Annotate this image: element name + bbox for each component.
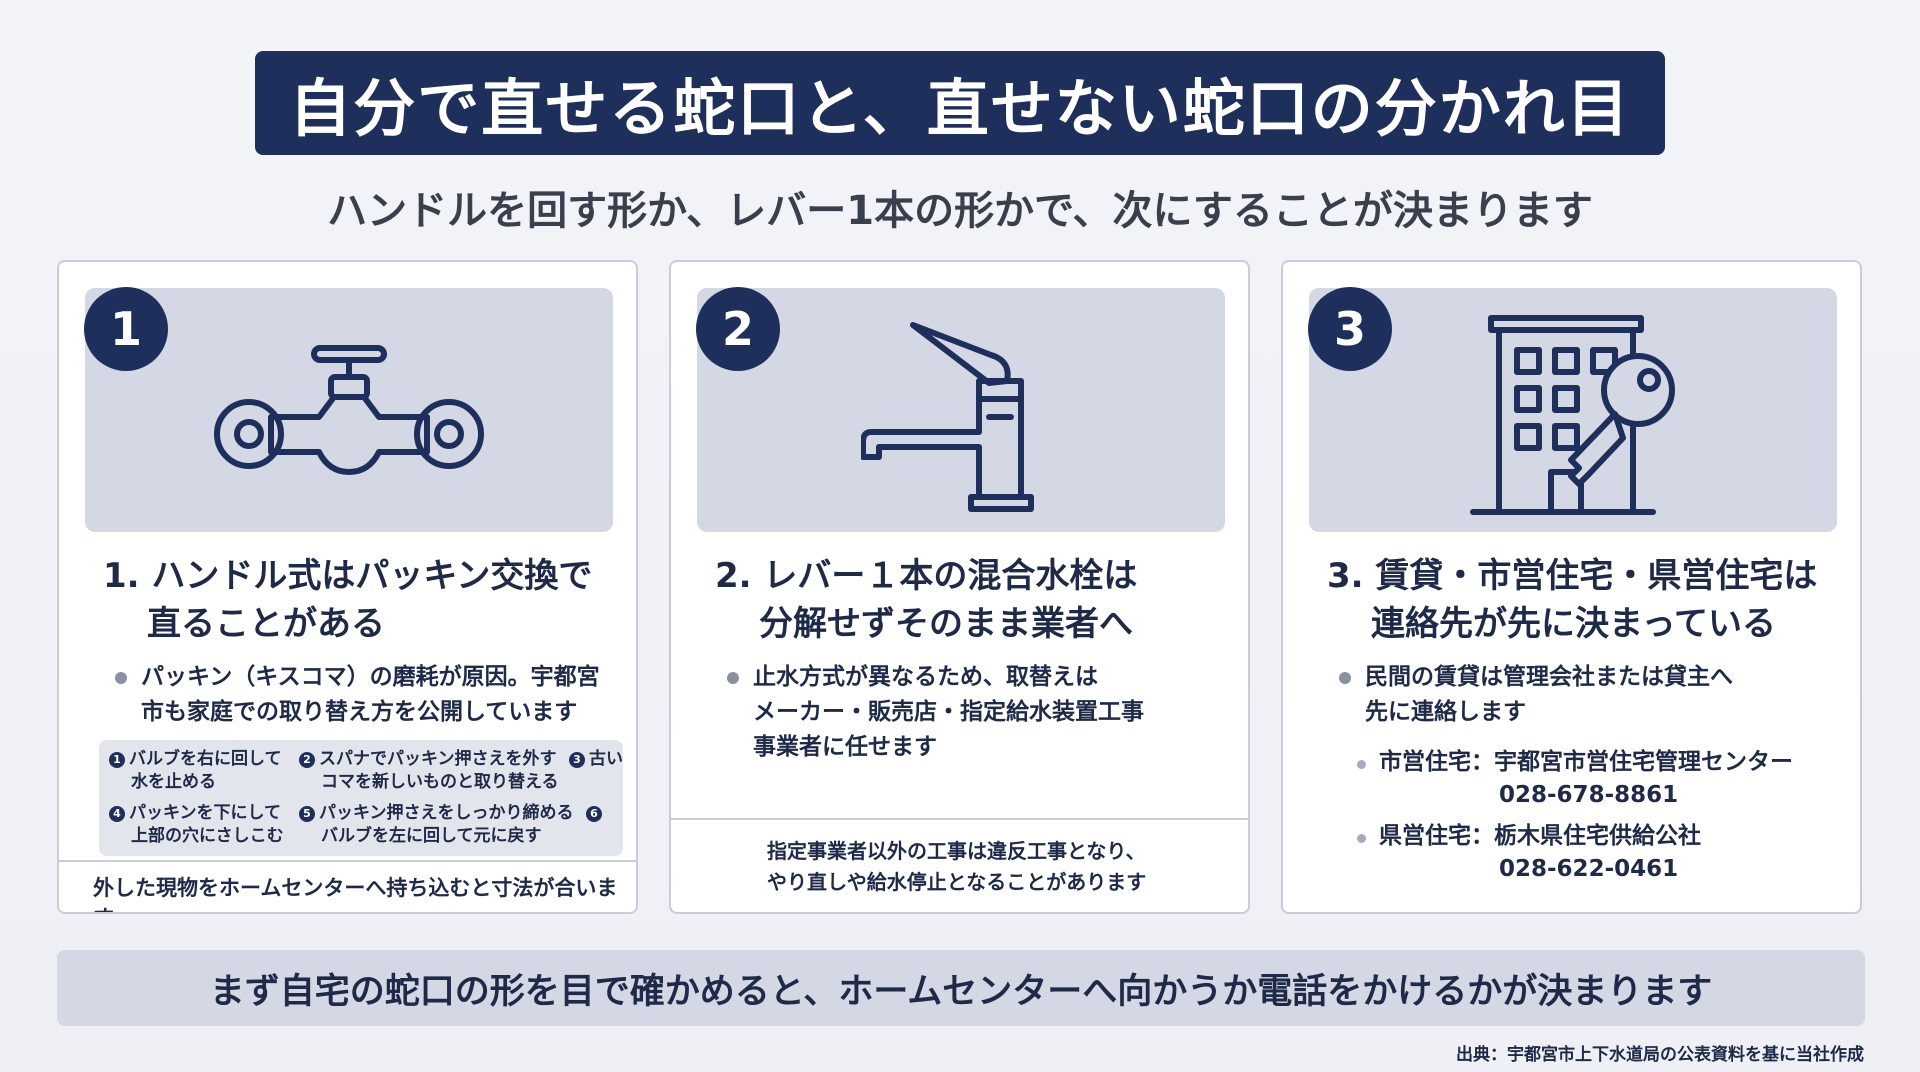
bullet-dot <box>727 672 739 684</box>
title-banner: 自分で直せる蛇口と、直せない蛇口の分かれ目 <box>255 51 1665 155</box>
phone-number: 028-678-8861 <box>1499 782 1679 808</box>
card-footer: 外した現物をホームセンターへ持ち込むと寸法が合います <box>59 860 636 912</box>
card-heading: 3. 賃貸・市営住宅・県営住宅は 連絡先が先に決まっている <box>1327 556 1818 644</box>
page-title: 自分で直せる蛇口と、直せない蛇口の分かれ目 <box>289 72 1631 145</box>
bullet-dot <box>1357 834 1366 843</box>
card-bullet: 止水方式が異なるため、取替えは メーカー・販売店・指定給水装置工事 事業者に任せ… <box>727 660 1227 765</box>
page-subtitle: ハンドルを回す形か、レバー1本の形かで、次にすることが決まります <box>327 188 1593 234</box>
contact-city-housing: 市営住宅：宇都宮市営住宅管理センター 028-678-8861 <box>1357 746 1837 812</box>
number-badge: 1 <box>84 287 168 371</box>
bullet-dot <box>1357 760 1366 769</box>
card-footer: 指定事業者以外の工事は違反工事となり、 やり直しや給水停止となることがあります <box>671 818 1248 912</box>
card-handle-faucet: 1. ハンドル式はパッキン交換で 直ることがある パッキン（キスコマ）の磨耗が原… <box>57 260 638 914</box>
building-key-icon <box>1470 315 1675 515</box>
summary-bar: まず自宅の蛇口の形を目で確かめると、ホームセンターへ向かうか電話をかけるかが決ま… <box>57 950 1865 1026</box>
bullet-dot <box>1339 672 1351 684</box>
card-lever-faucet: 2. レバー１本の混合水栓は 分解せずそのまま業者へ 止水方式が異なるため、取替… <box>669 260 1250 914</box>
number-badge: 2 <box>696 287 780 371</box>
bullet-dot <box>115 672 127 684</box>
card-bullet: 民間の賃貸は管理会社または貸主へ 先に連絡します <box>1339 660 1839 730</box>
illustration-panel <box>697 288 1225 532</box>
number-badge: 3 <box>1308 287 1392 371</box>
card-bullet: パッキン（キスコマ）の磨耗が原因。宇都宮 市も家庭での取り替え方を公開しています <box>115 660 615 730</box>
phone-number: 028-622-0461 <box>1499 856 1679 882</box>
card-rental-housing: 3. 賃貸・市営住宅・県営住宅は 連絡先が先に決まっている 民間の賃貸は管理会社… <box>1281 260 1862 914</box>
step-6: 6 <box>586 802 606 825</box>
card-heading: 1. ハンドル式はパッキン交換で 直ることがある <box>103 556 593 644</box>
contact-prefecture-housing: 県営住宅：栃木県住宅供給公社 028-622-0461 <box>1357 820 1837 886</box>
source-note: 出典：宇都宮市上下水道局の公表資料を基に当社作成 <box>1456 1045 1864 1065</box>
handle-faucet-icon <box>214 345 484 475</box>
card-heading: 2. レバー１本の混合水栓は 分解せずそのまま業者へ <box>715 556 1138 644</box>
illustration-panel <box>85 288 613 532</box>
lever-faucet-icon <box>861 322 1034 512</box>
